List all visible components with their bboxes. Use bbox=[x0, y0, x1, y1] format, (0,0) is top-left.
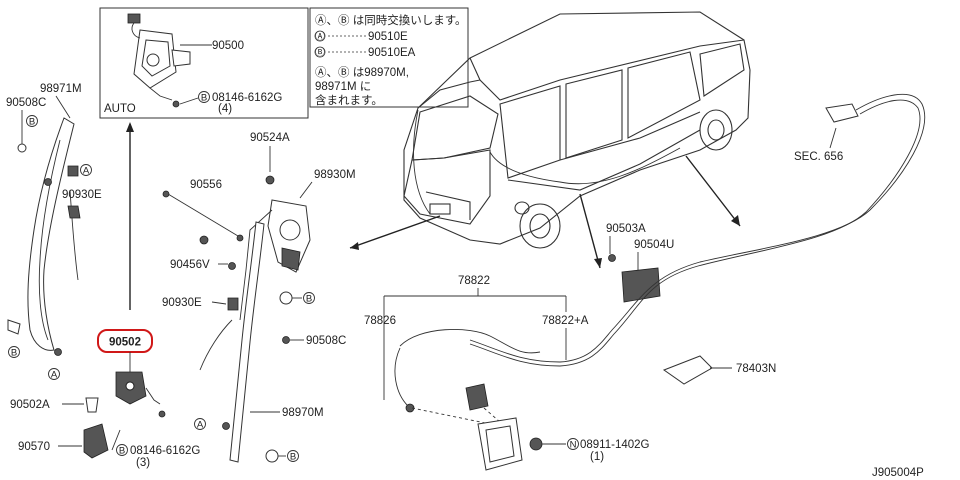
symbol-b: B bbox=[290, 452, 296, 463]
label-08146-bottom: 08146-6162G bbox=[130, 445, 200, 457]
label-90508c-left: 90508C bbox=[6, 97, 46, 109]
leader-arrows bbox=[126, 122, 741, 310]
label-98971m: 98971M bbox=[40, 83, 82, 95]
symbol-b: B bbox=[29, 117, 35, 128]
highlight-90502 bbox=[97, 329, 153, 353]
label-sec656: SEC. 656 bbox=[794, 151, 843, 163]
legend-line1: Ⓐ、Ⓑ は同時交換いします。 bbox=[315, 13, 467, 27]
auto-inset: 90500 B 08146-6162G (4) AUTO bbox=[99, 7, 309, 119]
label-08146-top: 08146-6162G bbox=[212, 92, 282, 104]
label-90570: 90570 bbox=[18, 441, 50, 453]
label-08911-qty: (1) bbox=[590, 451, 604, 463]
symbol-b: B bbox=[119, 446, 125, 457]
symbol-a: A bbox=[51, 370, 58, 381]
symbol-b: B bbox=[201, 93, 207, 104]
vehicle-drawing bbox=[403, 11, 751, 249]
label-90930e-left: 90930E bbox=[62, 189, 102, 201]
legend-symbol-b: Ⓑ bbox=[315, 48, 325, 59]
legend-line5: 98971M に bbox=[315, 81, 371, 93]
diagram-code: J905004P bbox=[872, 467, 924, 479]
label-78826: 78826 bbox=[364, 315, 396, 327]
legend-symbol-a: Ⓐ bbox=[315, 32, 325, 43]
label-90524a: 90524A bbox=[250, 132, 290, 144]
legend-90510e: 90510E bbox=[368, 31, 408, 43]
label-08911: 08911-1402G bbox=[580, 439, 650, 451]
label-90502a: 90502A bbox=[10, 399, 50, 411]
label-90456v: 90456V bbox=[170, 259, 210, 271]
label-90503a: 90503A bbox=[606, 223, 646, 235]
label-90502: 90502 bbox=[109, 337, 141, 349]
label-90556: 90556 bbox=[190, 179, 222, 191]
label-08146-top-qty: (4) bbox=[218, 103, 232, 115]
symbol-b: B bbox=[11, 348, 17, 359]
legend-90510ea: 90510EA bbox=[368, 47, 416, 59]
label-98930m: 98930M bbox=[314, 169, 356, 181]
symbol-a: A bbox=[83, 166, 90, 177]
label-78822a: 78822+A bbox=[542, 315, 589, 327]
left-harness: 98971M 90508C B A 90930E B A bbox=[6, 83, 102, 381]
label-98970m: 98970M bbox=[282, 407, 324, 419]
legend-box: Ⓐ、Ⓑ は同時交換いします。 Ⓐ 90510E Ⓑ 90510EA Ⓐ、Ⓑ は9… bbox=[309, 7, 469, 108]
label-78822: 78822 bbox=[458, 275, 490, 287]
label-08146-bottom-qty: (3) bbox=[136, 457, 150, 469]
label-90500: 90500 bbox=[212, 40, 244, 52]
label-90508c-mid: 90508C bbox=[306, 335, 346, 347]
symbol-b: B bbox=[306, 294, 312, 305]
label-78403n: 78403N bbox=[736, 363, 776, 375]
symbol-a: A bbox=[197, 420, 204, 431]
symbol-n: N bbox=[570, 440, 577, 451]
legend-line6: 含まれます。 bbox=[315, 93, 383, 107]
right-group: 90503A 90504U SEC. 656 78822 78826 78822… bbox=[364, 93, 926, 471]
auto-label: AUTO bbox=[104, 103, 136, 115]
center-group: 90524A 90556 98930M 90456V B 90930E 9050… bbox=[162, 132, 356, 463]
label-90504u: 90504U bbox=[634, 239, 674, 251]
latch-group: 90502 90502A 90570 B 08146-6162G (3) bbox=[10, 329, 200, 469]
label-90930e-mid: 90930E bbox=[162, 297, 202, 309]
legend-line4: Ⓐ、Ⓑ は98970M, bbox=[315, 66, 409, 79]
